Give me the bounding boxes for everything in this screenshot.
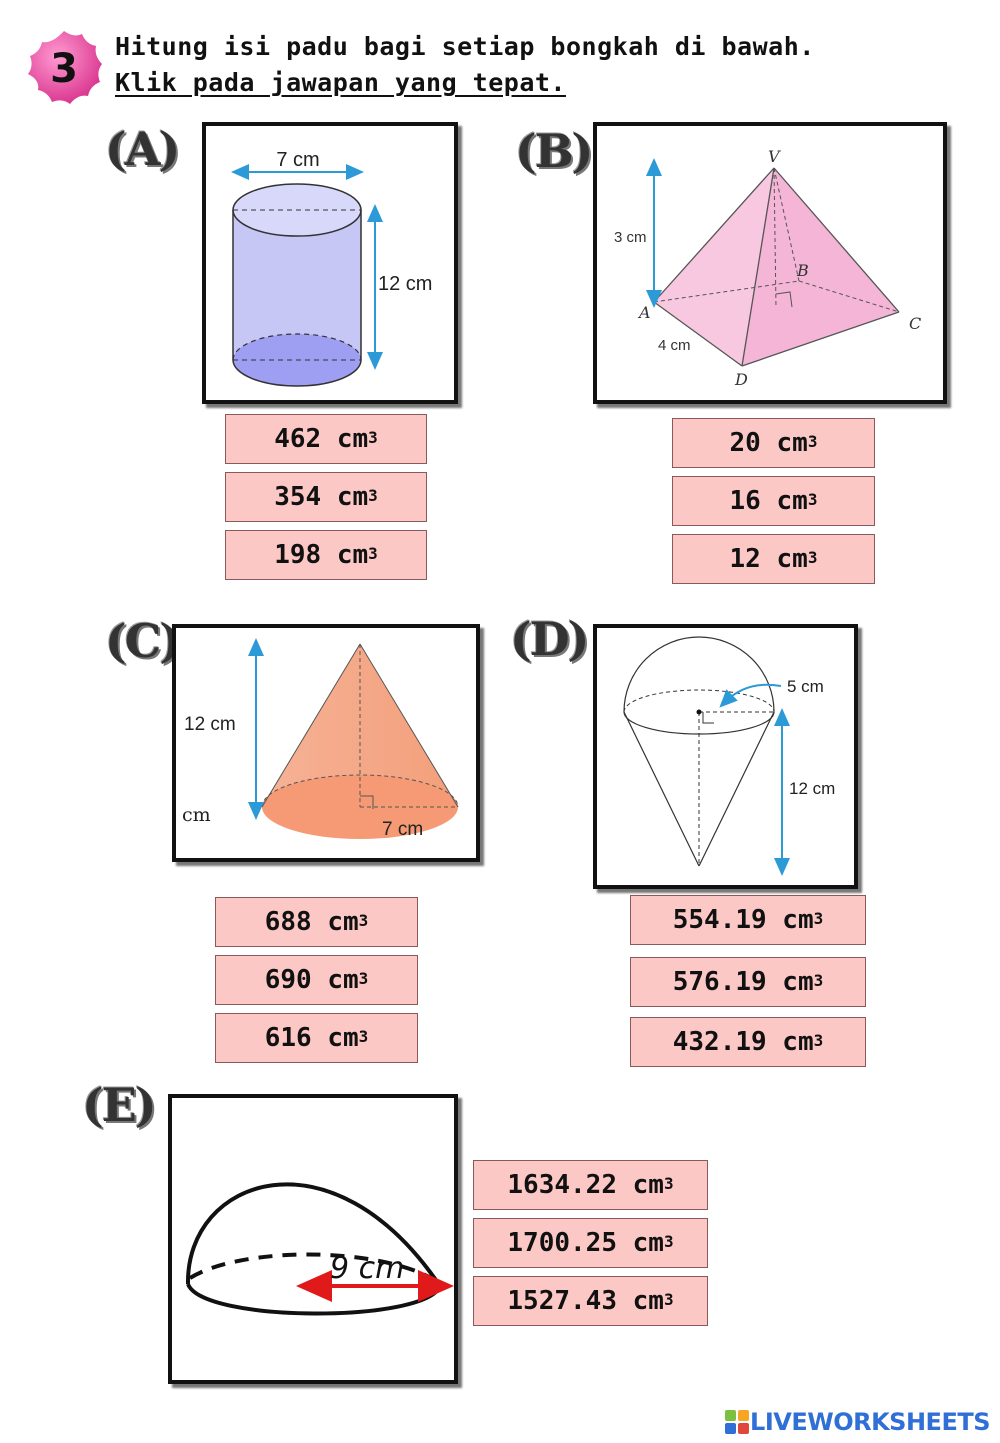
cone-hemisphere-icon: 5 cm 12 cm bbox=[623, 636, 835, 876]
section-d-letter: (D) bbox=[510, 612, 589, 666]
section-c-letter: (C) bbox=[105, 614, 181, 668]
instruction-line-2: Klik pada jawapan yang tepat. bbox=[115, 68, 566, 97]
vertex-b-label: B bbox=[796, 261, 809, 280]
cylinder-diameter-label: 7 cm bbox=[276, 149, 319, 171]
cone-figure: 12 cm 7 cm cm bbox=[172, 624, 480, 862]
cone-hemisphere-height-label: 12 cm bbox=[789, 779, 835, 798]
pyramid-icon: 3 cm 4 cm V A B C D bbox=[614, 147, 921, 389]
vertex-d-label: D bbox=[734, 370, 748, 389]
hemisphere-icon: 9 cm bbox=[185, 1182, 454, 1316]
cylinder-height-label: 12 cm bbox=[378, 273, 432, 295]
liveworksheets-logo-text: LIVEWORKSHEETS bbox=[750, 1408, 990, 1436]
hemisphere-radius-label: 9 cm bbox=[330, 1251, 404, 1286]
cylinder-figure: 7 cm 12 cm bbox=[202, 122, 458, 404]
section-b-letter: (B) bbox=[515, 124, 593, 178]
cone-height-label: 12 cm bbox=[184, 714, 236, 735]
hemisphere-figure: 9 cm bbox=[168, 1094, 458, 1384]
liveworksheets-logo: LIVEWORKSHEETS bbox=[724, 1407, 990, 1437]
cone-stray-unit-label: cm bbox=[182, 804, 211, 826]
pyramid-height-label: 3 cm bbox=[614, 229, 647, 246]
question-number-badge: 3 bbox=[22, 28, 106, 110]
cylinder-icon: 7 cm 12 cm bbox=[231, 149, 432, 387]
vertex-v-label: V bbox=[768, 147, 781, 166]
section-a-letter: (A) bbox=[105, 122, 180, 176]
cone-radius-label: 7 cm bbox=[382, 819, 423, 840]
cone-hemisphere-figure: 5 cm 12 cm bbox=[593, 624, 858, 889]
vertex-c-label: C bbox=[909, 314, 921, 333]
cone-icon: 12 cm 7 cm cm bbox=[182, 638, 459, 840]
question-number: 3 bbox=[50, 46, 78, 92]
liveworksheets-logo-icon bbox=[725, 1410, 750, 1434]
section-e-letter: (E) bbox=[82, 1078, 157, 1132]
instruction-line-1: Hitung isi padu bagi setiap bongkah di b… bbox=[115, 32, 815, 61]
vertex-a-label: A bbox=[637, 303, 651, 322]
cone-hemisphere-radius-label: 5 cm bbox=[787, 677, 824, 696]
pyramid-figure: 3 cm 4 cm V A B C D bbox=[593, 122, 947, 404]
pyramid-side-label: 4 cm bbox=[658, 337, 691, 354]
flower-badge-icon bbox=[28, 31, 102, 104]
